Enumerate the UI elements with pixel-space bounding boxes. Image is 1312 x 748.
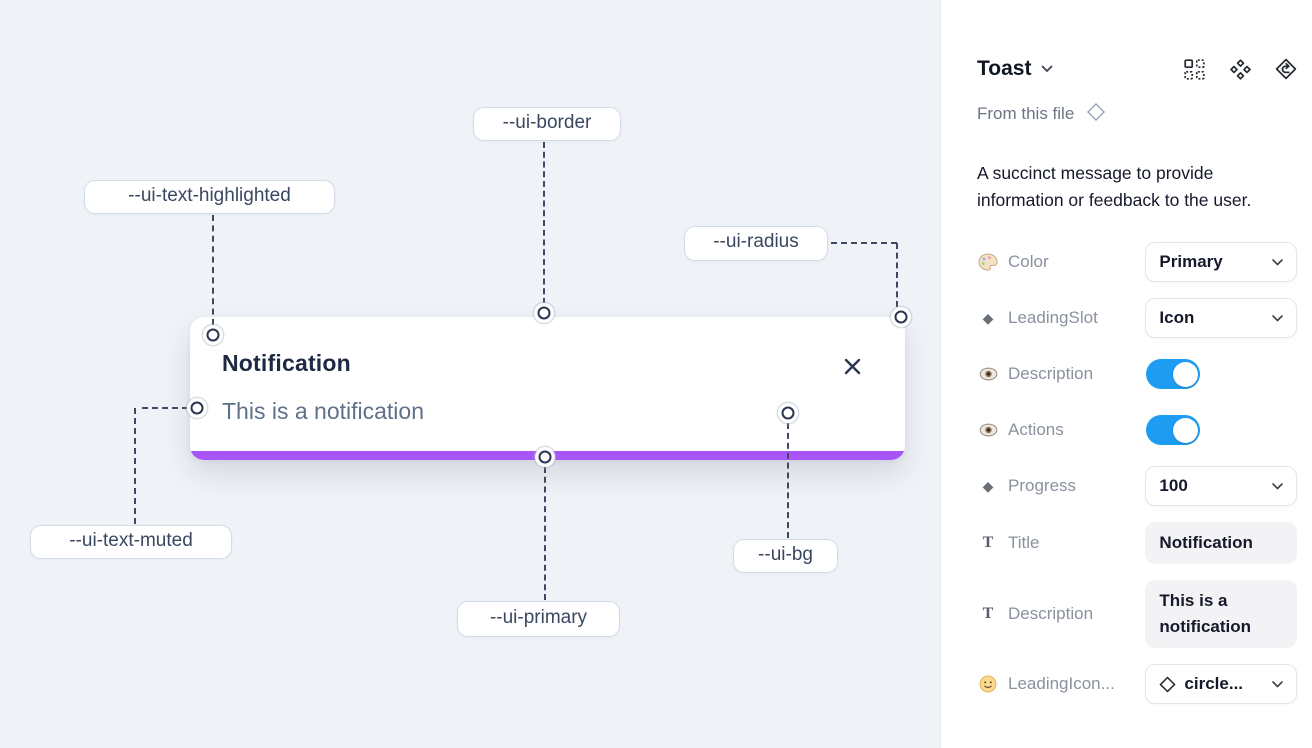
property-row-leadingicon: LeadingIcon... circle... (977, 664, 1297, 704)
component-set-icon[interactable] (1229, 58, 1251, 80)
component-title: Toast (977, 57, 1032, 80)
connector-ui-radius-horizontal (831, 242, 897, 244)
smiley-icon (977, 675, 999, 693)
properties-panel: Toast (940, 0, 1312, 748)
label-ui-radius: --ui-radius (684, 226, 828, 261)
eye-icon (977, 423, 999, 437)
select-value: Primary (1159, 252, 1223, 271)
chevron-down-icon (1272, 309, 1283, 327)
panel-header: Toast (977, 52, 1297, 86)
anchor-dot-text-muted (190, 401, 204, 415)
diamond-outline-icon (1086, 102, 1106, 127)
actions-toggle[interactable] (1146, 415, 1200, 445)
label-ui-bg: --ui-bg (733, 539, 838, 573)
source-row: From this file (977, 100, 1297, 128)
connector-ui-primary (544, 467, 546, 600)
leadingslot-select[interactable]: Icon (1145, 298, 1297, 338)
anchor-dot-text-highlighted (206, 328, 220, 342)
eye-icon (977, 367, 999, 381)
label-ui-text-highlighted: --ui-text-highlighted (84, 180, 335, 214)
source-label: From this file (977, 104, 1075, 123)
select-value: 100 (1159, 476, 1188, 495)
chevron-down-icon (1272, 253, 1283, 271)
anchor-dot-border (537, 306, 551, 320)
label-ui-border: --ui-border (473, 107, 621, 141)
property-label: Actions (1008, 420, 1064, 439)
diamond-outline-icon (1159, 675, 1176, 693)
return-to-component-icon[interactable] (1275, 58, 1297, 80)
connector-ui-text-highlighted (212, 215, 214, 325)
component-description: A succinct message to provide informatio… (977, 163, 1252, 210)
text-icon: T (982, 534, 994, 551)
text-icon: T (982, 605, 994, 622)
connector-ui-text-muted-vertical (134, 408, 136, 524)
toast-description: This is a notification (222, 398, 424, 424)
leadingicon-select[interactable]: circle... (1145, 664, 1297, 704)
property-list: Color Primary ◆ LeadingSlot Icon (977, 242, 1297, 704)
property-row-title: T Title Notification (977, 522, 1297, 564)
toggle-knob (1172, 417, 1198, 443)
property-label: Color (1008, 252, 1049, 271)
connector-ui-bg (787, 423, 789, 538)
property-row-leadingslot: ◆ LeadingSlot Icon (977, 298, 1297, 338)
select-value: Icon (1159, 308, 1195, 327)
design-canvas[interactable]: Notification This is a notification --ui… (0, 0, 940, 748)
toast-title: Notification (222, 350, 351, 376)
connector-ui-text-muted-horizontal (142, 407, 188, 409)
toggle-knob (1172, 361, 1198, 387)
color-select[interactable]: Primary (1145, 242, 1297, 282)
anchor-dot-radius (894, 310, 908, 324)
diamond-icon: ◆ (982, 309, 994, 326)
label-ui-primary: --ui-primary (457, 601, 620, 637)
anchor-dot-bg (781, 406, 795, 420)
chevron-down-icon (1272, 477, 1283, 495)
title-field[interactable]: Notification (1145, 522, 1297, 564)
chevron-down-icon[interactable] (1041, 65, 1053, 73)
property-row-description-field: T Description This is a notification (977, 580, 1297, 648)
connector-ui-border (543, 142, 545, 304)
palette-icon (977, 253, 999, 271)
property-label: Description (1008, 364, 1094, 383)
property-label: Progress (1008, 476, 1077, 495)
anchor-dot-primary (538, 450, 552, 464)
diamond-icon: ◆ (982, 477, 994, 494)
property-row-progress: ◆ Progress 100 (977, 466, 1297, 506)
select-value: circle... (1184, 674, 1244, 693)
property-label: Title (1008, 533, 1040, 552)
toast-component[interactable]: Notification This is a notification (190, 317, 905, 460)
property-label: Description (1008, 604, 1094, 623)
property-row-actions-toggle: Actions (977, 410, 1297, 450)
progress-select[interactable]: 100 (1145, 466, 1297, 506)
property-label: LeadingSlot (1008, 308, 1098, 327)
description-field[interactable]: This is a notification (1145, 580, 1297, 648)
property-label: LeadingIcon... (1008, 674, 1115, 693)
property-row-description-toggle: Description (977, 354, 1297, 394)
close-icon[interactable] (840, 354, 864, 378)
connector-ui-radius-vertical (896, 243, 898, 307)
label-ui-text-muted: --ui-text-muted (30, 525, 232, 559)
description-toggle[interactable] (1146, 359, 1200, 389)
chevron-down-icon (1272, 675, 1283, 693)
property-row-color: Color Primary (977, 242, 1297, 282)
instance-icon[interactable] (1183, 58, 1205, 80)
